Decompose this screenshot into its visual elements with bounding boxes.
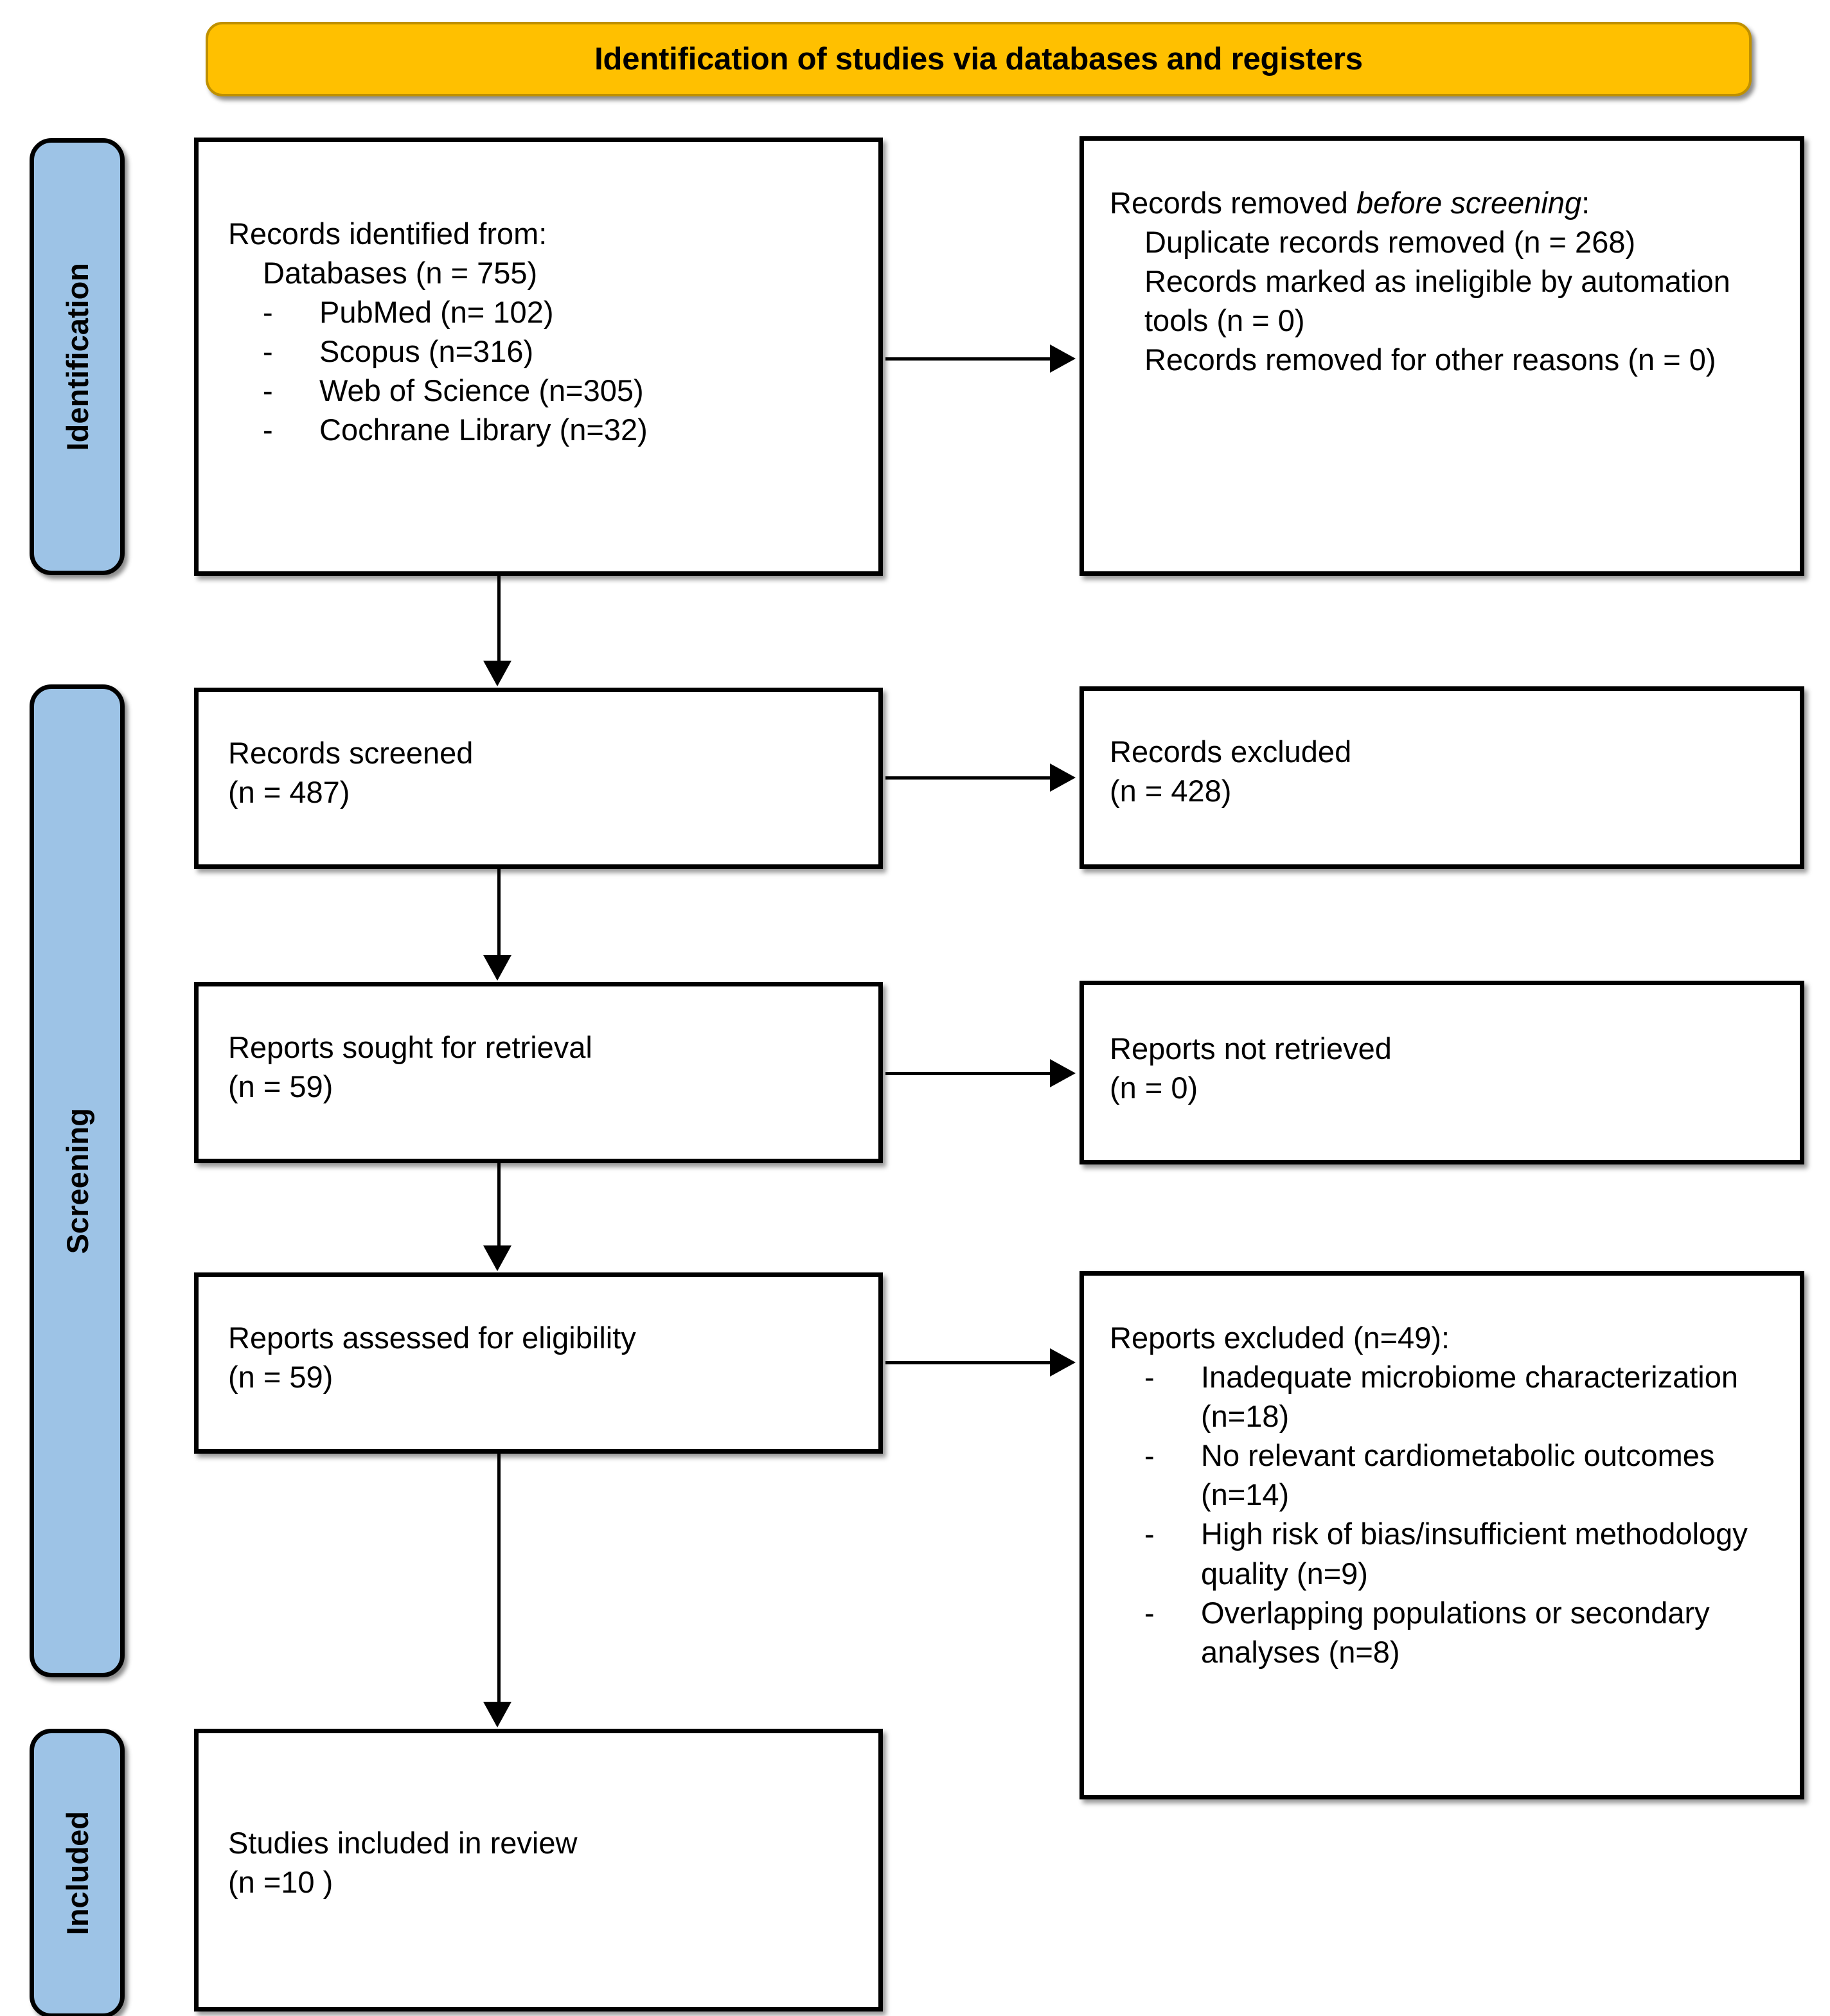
stage-label-identification-text: Identification [60,262,94,451]
database-pubmed: PubMed (n= 102) [319,295,554,330]
arrow-screened-to-sought [497,869,501,956]
records-removed-heading-italic: before screening [1356,186,1582,220]
box-reports-not-retrieved: Reports not retrieved (n = 0) [1079,981,1804,1164]
box-records-excluded: Records excluded (n = 428) [1079,686,1804,869]
stage-label-included: Included [30,1729,125,2016]
exclusion-reason-bias: High risk of bias/insufficient methodolo… [1201,1517,1748,1591]
box-reports-assessed: Reports assessed for eligibility (n = 59… [194,1272,883,1454]
stage-label-screening-text: Screening [60,1107,94,1254]
exclusion-reason-microbiome: Inadequate microbiome characterization (… [1201,1360,1739,1434]
reports-sought-count: (n = 59) [228,1069,333,1104]
box-records-removed: Records removed before screening: Duplic… [1079,136,1804,576]
arrowhead-right-icon [1050,344,1076,373]
reports-excluded-heading: Reports excluded (n=49): [1110,1321,1450,1355]
list-item: - Scopus (n=316) [228,332,862,371]
arrowhead-down-icon [483,955,511,981]
reports-not-retrieved-count: (n = 0) [1110,1071,1198,1105]
studies-included-label: Studies included in review [228,1826,578,1860]
records-excluded-count: (n = 428) [1110,774,1232,808]
arrow-sought-to-assessed [497,1163,501,1247]
records-removed-ineligible: Records marked as ineligible by automati… [1144,264,1739,338]
banner-title: Identification of studies via databases … [594,42,1363,76]
bullet-marker: - [263,334,273,369]
arrow-screened-to-excluded [885,776,1050,780]
bullet-marker: - [263,413,273,447]
bullet-marker: - [1144,1595,1155,1630]
arrowhead-right-icon [1050,1348,1076,1377]
stage-label-identification: Identification [30,138,125,575]
bullet-marker: - [263,295,273,330]
box-reports-sought: Reports sought for retrieval (n = 59) [194,982,883,1163]
arrowhead-down-icon [483,661,511,686]
arrowhead-right-icon [1050,1059,1076,1087]
list-item: - PubMed (n= 102) [228,292,862,332]
bullet-marker: - [1144,1360,1155,1395]
arrowhead-right-icon [1050,763,1076,792]
studies-included-count: (n =10 ) [228,1865,333,1900]
list-item: - Web of Science (n=305) [228,371,862,410]
stage-label-included-text: Included [60,1811,94,1936]
list-item: - Inadequate microbiome characterization… [1110,1357,1783,1436]
arrowhead-down-icon [483,1702,511,1727]
arrowhead-down-icon [483,1245,511,1271]
arrow-assessed-to-included [497,1454,501,1703]
reports-assessed-count: (n = 59) [228,1360,333,1395]
diagram-header-banner: Identification of studies via databases … [206,22,1752,96]
stage-label-screening: Screening [30,684,125,1677]
database-scopus: Scopus (n=316) [319,334,534,369]
list-item: - No relevant cardiometabolic outcomes (… [1110,1436,1783,1514]
records-removed-heading-part1: Records removed [1110,186,1356,220]
records-excluded-label: Records excluded [1110,735,1352,769]
records-removed-heading: Records removed before screening: [1110,183,1783,222]
arrow-sought-to-not-retrieved [885,1072,1050,1075]
arrow-identified-to-screened [497,576,501,662]
list-item: - Overlapping populations or secondary a… [1110,1593,1783,1672]
bullet-marker: - [1144,1438,1155,1473]
records-removed-duplicates: Duplicate records removed (n = 268) [1144,225,1636,260]
arrow-identified-to-removed [885,357,1050,361]
list-item: - Cochrane Library (n=32) [228,410,862,449]
records-identified-heading: Records identified from: [228,217,547,251]
database-cochrane-library: Cochrane Library (n=32) [319,413,648,447]
list-item: - High risk of bias/insufficient methodo… [1110,1514,1783,1592]
box-records-screened: Records screened (n = 487) [194,688,883,869]
box-records-identified: Records identified from: Databases (n = … [194,138,883,576]
records-removed-other: Records removed for other reasons (n = 0… [1144,343,1716,377]
bullet-marker: - [263,373,273,408]
arrow-assessed-to-reports-excluded [885,1361,1050,1364]
exclusion-reason-outcomes: No relevant cardiometabolic outcomes (n=… [1201,1438,1715,1512]
exclusion-reason-overlapping: Overlapping populations or secondary ana… [1201,1595,1710,1669]
records-identified-subheading: Databases (n = 755) [263,256,538,290]
records-screened-count: (n = 487) [228,775,350,810]
reports-assessed-label: Reports assessed for eligibility [228,1321,636,1355]
records-screened-label: Records screened [228,736,474,770]
reports-not-retrieved-label: Reports not retrieved [1110,1031,1392,1066]
bullet-marker: - [1144,1517,1155,1551]
box-reports-excluded: Reports excluded (n=49): - Inadequate mi… [1079,1271,1804,1799]
database-web-of-science: Web of Science (n=305) [319,373,644,408]
box-studies-included: Studies included in review (n =10 ) [194,1729,883,2012]
reports-sought-label: Reports sought for retrieval [228,1030,592,1064]
records-removed-heading-part2: : [1581,186,1590,220]
